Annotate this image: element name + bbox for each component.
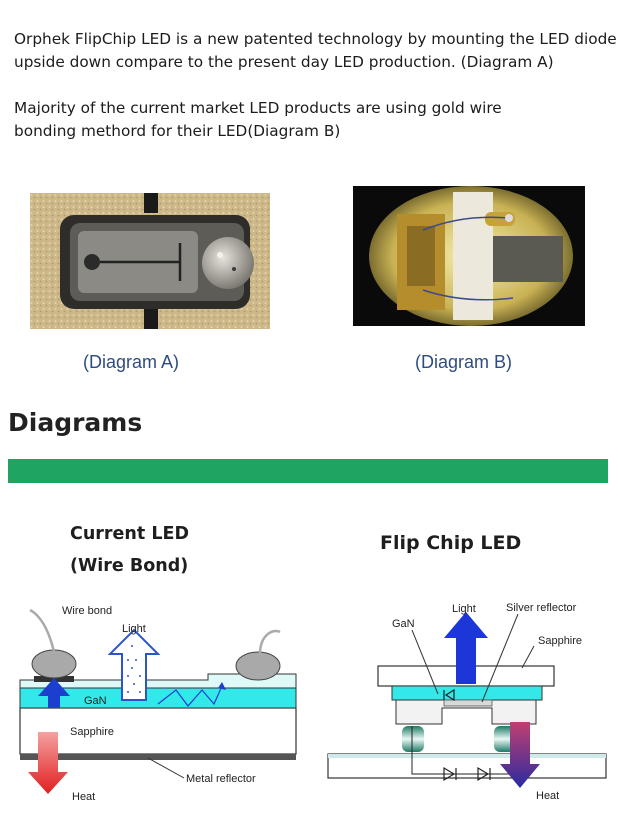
heat-arrow bbox=[500, 722, 540, 788]
diode-symbols bbox=[443, 688, 491, 782]
flip-chip-diagram: Light Silver reflector GaN Sapphire Heat bbox=[327, 602, 607, 802]
gan-layer bbox=[391, 685, 543, 701]
light-arrow bbox=[444, 612, 488, 684]
label-metal-reflector: Metal reflector bbox=[186, 773, 256, 785]
section-divider bbox=[8, 459, 608, 483]
flipchip-photo bbox=[30, 193, 270, 329]
intro-paragraph-1: Orphek FlipChip LED is a new patented te… bbox=[14, 28, 617, 74]
bond-ball-left bbox=[31, 649, 77, 679]
solder-bump-left bbox=[402, 726, 424, 752]
top-step-layer bbox=[19, 673, 297, 689]
label-light: Light bbox=[452, 603, 476, 615]
light-arrow bbox=[107, 628, 161, 701]
intro-line: Majority of the current market LED produ… bbox=[14, 99, 502, 117]
chip-body bbox=[395, 699, 537, 725]
current-led-title: Current LED bbox=[70, 524, 189, 544]
wire-bond-diagram: Wire bond Light GaN Sapphire Metal refle… bbox=[19, 605, 297, 803]
bond-ball-right bbox=[235, 651, 281, 681]
wirebond-photo bbox=[353, 186, 585, 326]
silver-reflector-layer bbox=[443, 699, 493, 707]
label-sapphire: Sapphire bbox=[538, 635, 582, 647]
bond-wire-right bbox=[258, 629, 281, 655]
heat-arrow bbox=[28, 732, 68, 794]
intro-line: bonding methord for their LED(Diagram B) bbox=[14, 122, 341, 140]
section-heading: Diagrams bbox=[8, 408, 143, 437]
label-heat: Heat bbox=[536, 790, 559, 802]
label-silver-reflector: Silver reflector bbox=[506, 602, 577, 614]
caption-diagram-a: (Diagram A) bbox=[83, 352, 180, 372]
label-heat: Heat bbox=[72, 791, 95, 803]
bond-wire-left bbox=[29, 608, 56, 653]
label-light: Light bbox=[122, 623, 146, 635]
label-gan: GaN bbox=[392, 618, 415, 630]
label-sapphire: Sapphire bbox=[70, 726, 114, 738]
label-gan: GaN bbox=[84, 695, 107, 707]
sapphire-layer bbox=[19, 707, 297, 755]
intro-paragraph-2: Majority of the current market LED produ… bbox=[14, 97, 604, 143]
reflected-rays bbox=[157, 685, 223, 707]
metal-reflector-layer bbox=[20, 754, 296, 760]
intro-line: Orphek FlipChip LED is a new patented te… bbox=[14, 30, 617, 48]
intro-line: upside down compare to the present day L… bbox=[14, 53, 554, 71]
label-wire-bond: Wire bond bbox=[62, 605, 112, 617]
flip-chip-title: Flip Chip LED bbox=[380, 532, 522, 554]
current-led-subtitle: (Wire Bond) bbox=[70, 556, 189, 576]
blocked-light-arrow bbox=[38, 678, 70, 708]
caption-diagram-b: (Diagram B) bbox=[415, 352, 513, 372]
